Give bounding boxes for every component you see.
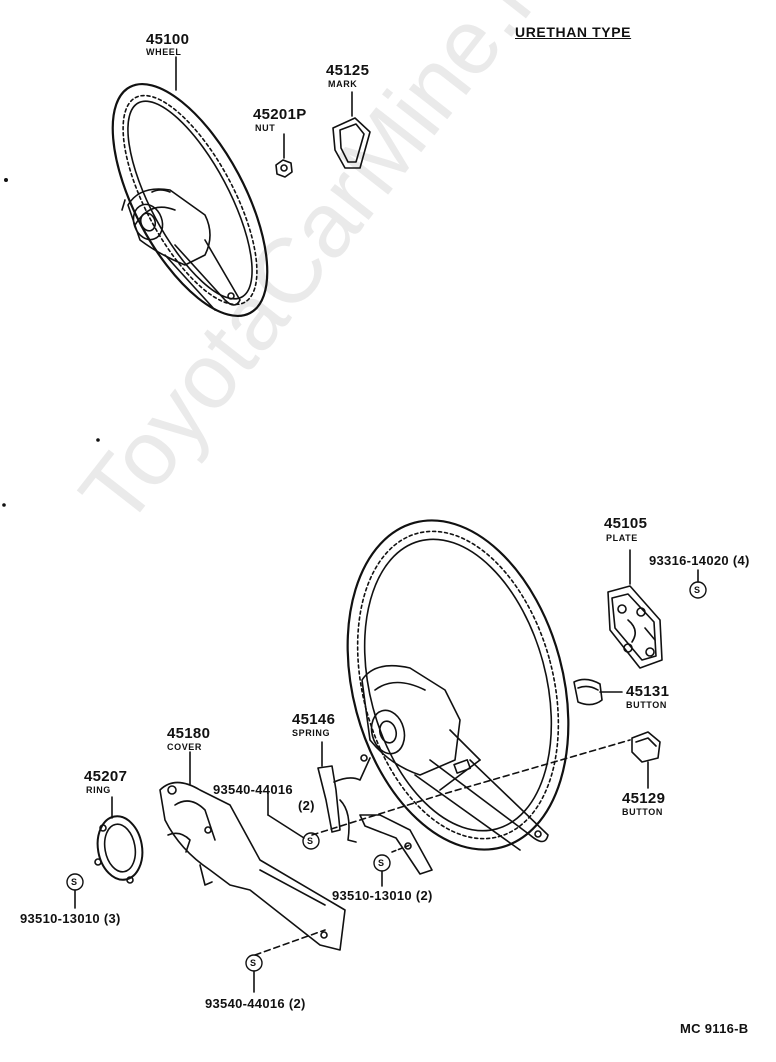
button-45129-part xyxy=(631,731,661,789)
part-number-spring: 45146 xyxy=(292,711,336,728)
assembly-axis xyxy=(311,739,631,836)
part-qty-spring-screw: (2) xyxy=(298,798,315,813)
standard-part-mark: S xyxy=(71,877,78,887)
part-number-wheel: 45100 xyxy=(146,31,190,48)
part-number-mid-screw: 93510-13010 (2) xyxy=(332,888,433,903)
part-number-plate-screw: 93316-14020 (4) xyxy=(649,553,750,568)
part-name-mark: MARK xyxy=(328,79,358,89)
part-number-button-a: 45131 xyxy=(626,683,670,700)
spring-part xyxy=(317,741,433,875)
standard-part-mark: S xyxy=(378,858,385,868)
mark-part xyxy=(332,91,371,169)
part-number-mark: 45125 xyxy=(326,62,370,79)
part-number-cover: 45180 xyxy=(167,725,211,742)
standard-part-mark: S xyxy=(307,836,314,846)
part-number-ring: 45207 xyxy=(84,768,128,785)
part-number-plate: 45105 xyxy=(604,515,648,532)
button-45131-part xyxy=(573,678,623,706)
standard-part-symbols xyxy=(66,581,707,972)
part-number-ring-screw: 93510-13010 (3) xyxy=(20,911,121,926)
nut-part xyxy=(275,133,293,178)
part-name-button-a: BUTTON xyxy=(626,700,667,710)
diagram-title: URETHAN TYPE xyxy=(515,24,632,40)
ring-part xyxy=(94,796,144,884)
part-number-cover-screw: 93540-44016 (2) xyxy=(205,996,306,1011)
upper-steering-wheel xyxy=(111,82,269,318)
part-number-nut: 45201P xyxy=(253,106,307,123)
part-number-button-b: 45129 xyxy=(622,790,666,807)
part-name-cover: COVER xyxy=(167,742,203,752)
plate-part xyxy=(607,549,663,669)
part-name-nut: NUT xyxy=(255,123,276,133)
part-name-ring: RING xyxy=(86,785,111,795)
cover-part xyxy=(159,751,346,951)
part-name-spring: SPRING xyxy=(292,728,331,738)
part-name-wheel: WHEEL xyxy=(146,47,182,57)
diagram-code: MC 9116-B xyxy=(680,1021,749,1036)
part-number-spring-screw: 93540-44016 xyxy=(213,782,293,797)
part-name-button-b: BUTTON xyxy=(622,807,663,817)
standard-part-mark: S xyxy=(694,585,701,595)
standard-part-mark: S xyxy=(250,958,257,968)
part-name-plate: PLATE xyxy=(606,533,638,543)
lower-steering-wheel xyxy=(346,519,570,851)
